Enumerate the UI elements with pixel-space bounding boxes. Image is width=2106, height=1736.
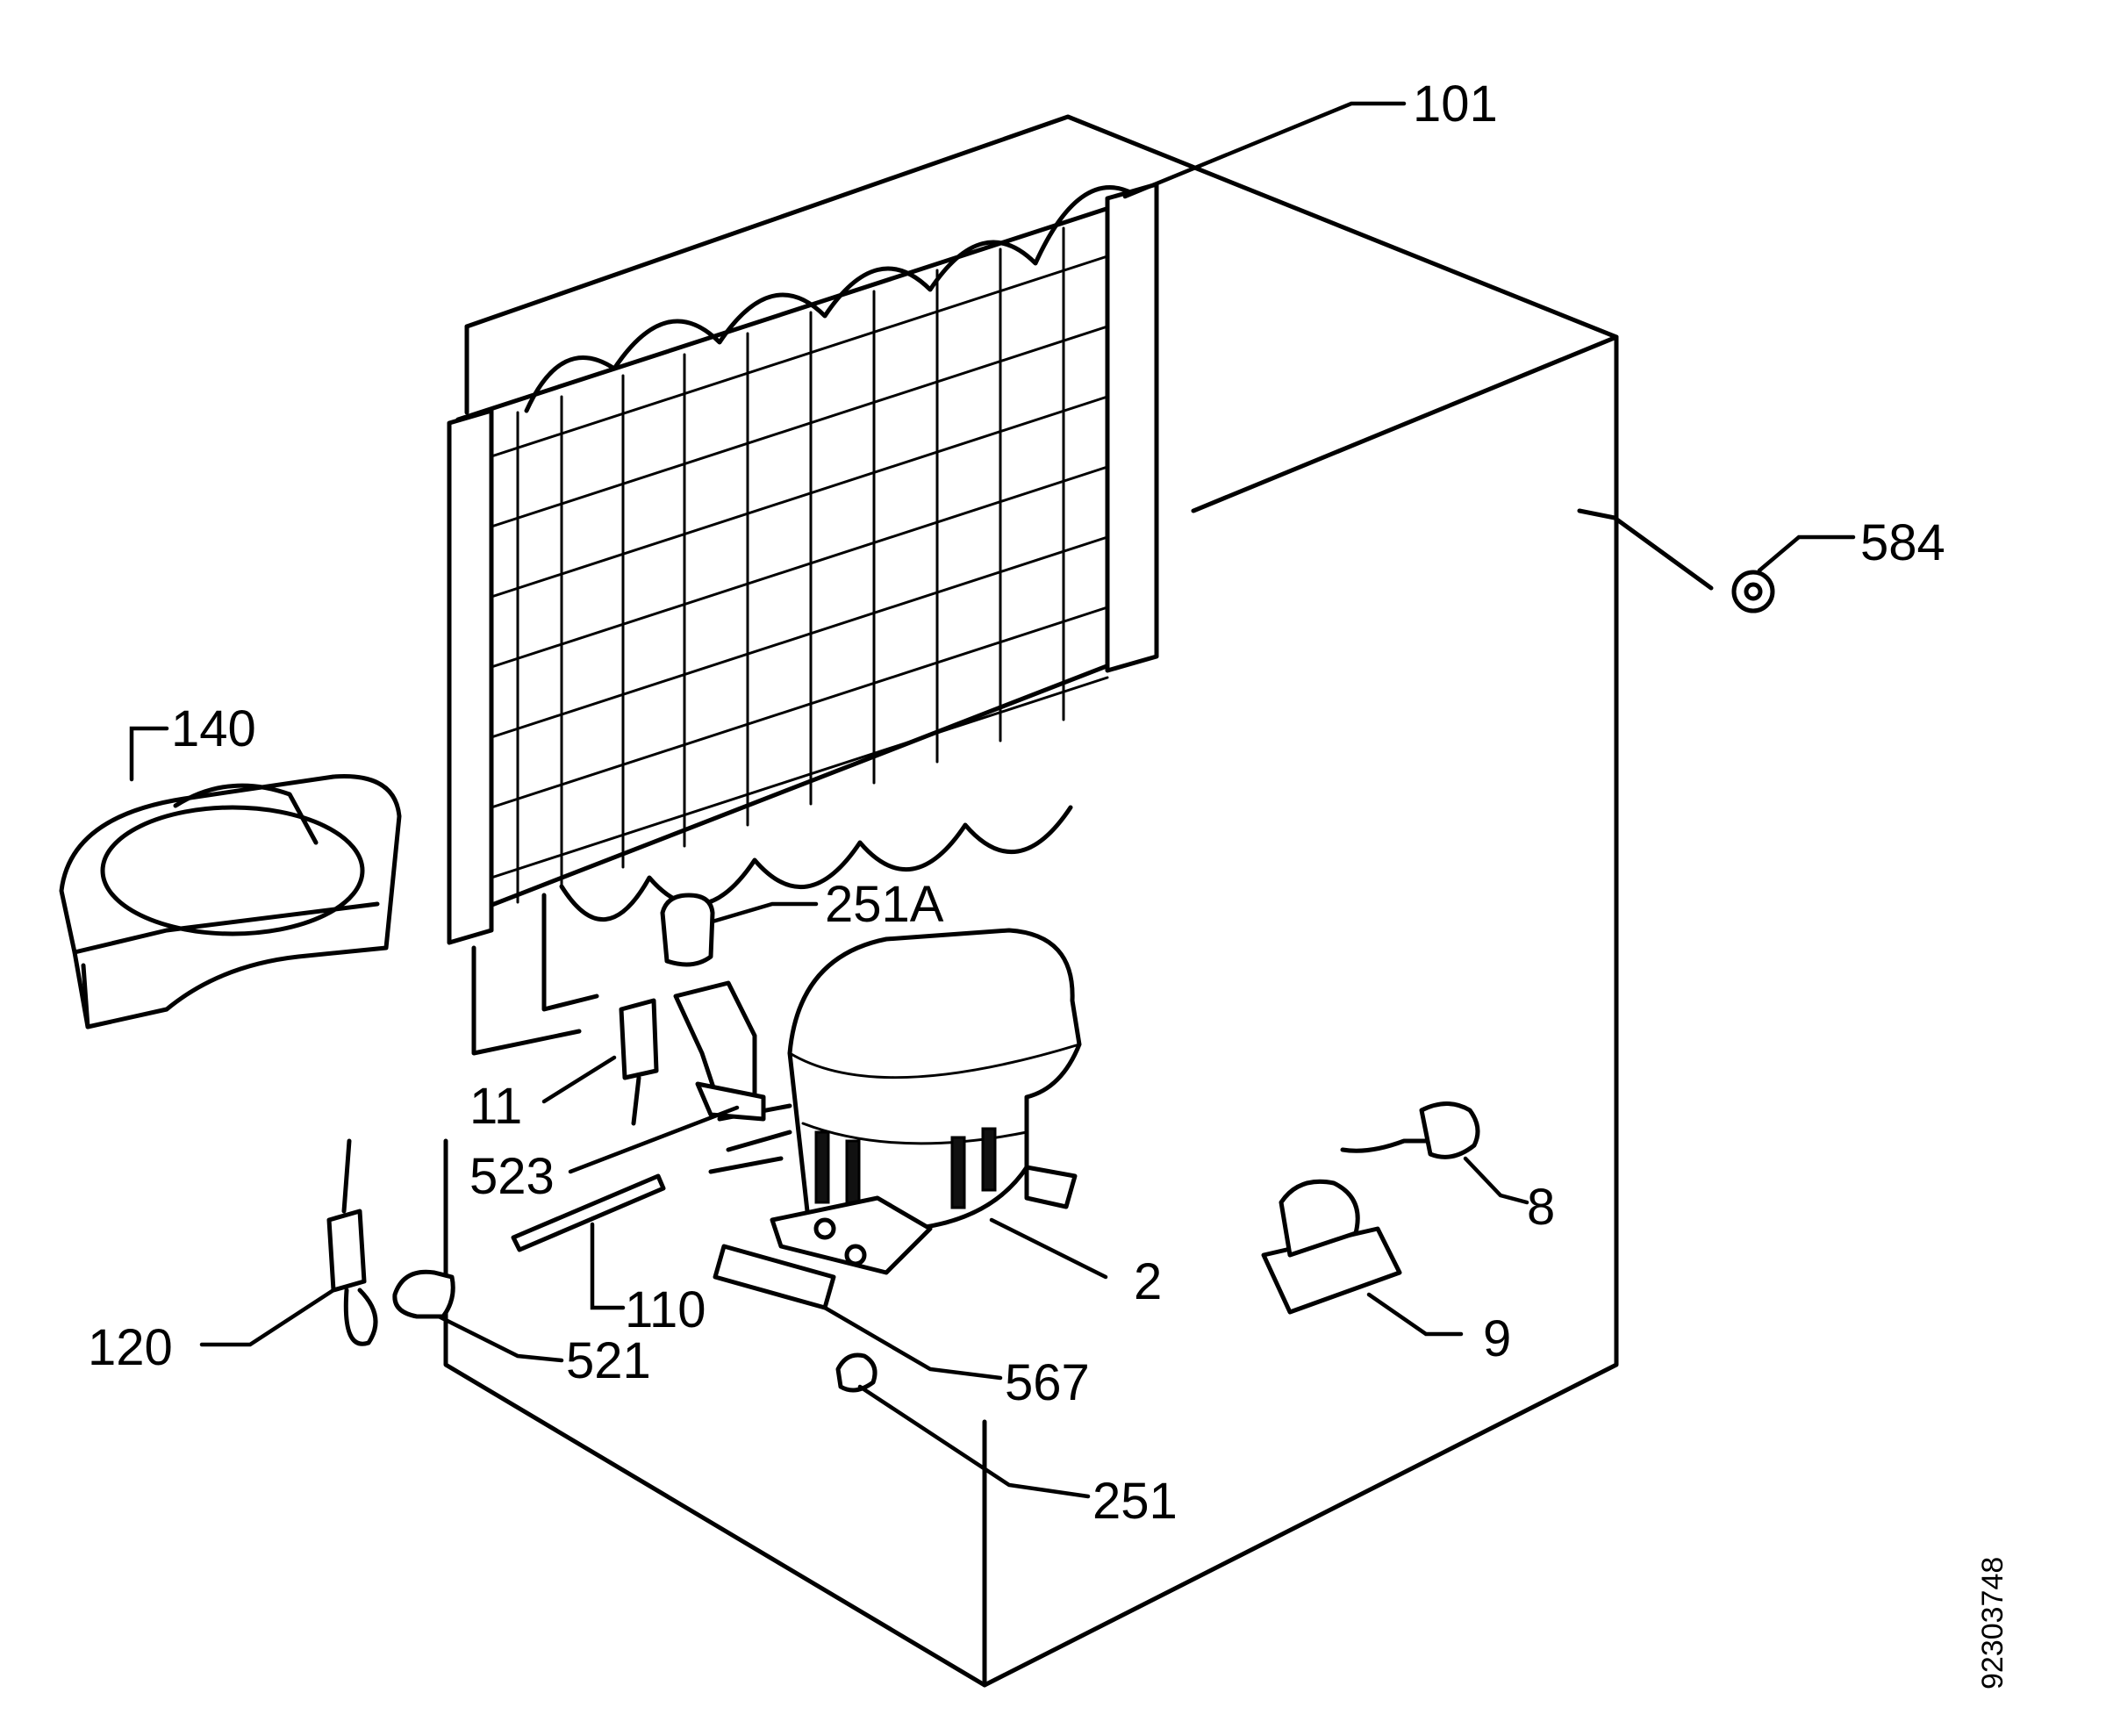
leader-11 bbox=[541, 1055, 617, 1104]
relay-9 bbox=[1261, 1179, 1402, 1315]
leader-120 bbox=[199, 1288, 336, 1347]
leader-lines bbox=[129, 101, 1856, 1499]
cabinet-outline bbox=[443, 114, 1619, 1688]
leader-251 bbox=[857, 1384, 1091, 1499]
leader-8 bbox=[1463, 1156, 1529, 1205]
leader-567 bbox=[822, 1305, 1003, 1381]
leader-101 bbox=[1122, 101, 1407, 199]
callout-2: 2 bbox=[1134, 1253, 1162, 1310]
leader-521 bbox=[436, 1314, 564, 1363]
document-number: 92303748 bbox=[1976, 1557, 2009, 1689]
callout-567: 567 bbox=[1005, 1354, 1090, 1411]
service-tube-120 bbox=[326, 1138, 378, 1346]
leader-584 bbox=[1757, 534, 1856, 573]
callout-251A: 251A bbox=[825, 876, 944, 933]
leader-251A bbox=[710, 901, 819, 924]
filter-drier-11 bbox=[619, 998, 659, 1126]
callout-521: 521 bbox=[566, 1332, 651, 1389]
sensor-584 bbox=[1577, 508, 1775, 613]
callout-11: 11 bbox=[469, 1078, 522, 1135]
condenser-coil bbox=[447, 182, 1159, 1056]
callout-120: 120 bbox=[88, 1319, 173, 1376]
leader-9 bbox=[1366, 1292, 1464, 1337]
callout-523: 523 bbox=[469, 1148, 555, 1205]
drain-tray bbox=[59, 774, 402, 1029]
compressor bbox=[708, 928, 1082, 1275]
compressor-clamp-523 bbox=[673, 980, 766, 1122]
leader-2 bbox=[989, 1217, 1108, 1280]
thermostat-8 bbox=[1340, 1101, 1480, 1159]
callout-9: 9 bbox=[1483, 1310, 1511, 1367]
callout-251: 251 bbox=[1092, 1473, 1178, 1530]
leader-523 bbox=[568, 1105, 740, 1174]
capillary-tube-110 bbox=[511, 1173, 666, 1252]
callout-584: 584 bbox=[1860, 514, 1945, 571]
foot-grommet-251 bbox=[835, 1352, 878, 1393]
callout-8: 8 bbox=[1527, 1179, 1555, 1236]
leader-140 bbox=[129, 726, 169, 782]
cap-521 bbox=[392, 1269, 455, 1319]
grommet-251A bbox=[660, 893, 715, 967]
callout-110: 110 bbox=[625, 1281, 706, 1338]
callout-101: 101 bbox=[1413, 75, 1498, 133]
callout-labels: 101 584 140 251A 11 523 8 2 110 120 521 … bbox=[88, 75, 1945, 1530]
callout-140: 140 bbox=[171, 700, 256, 757]
leader-110 bbox=[590, 1222, 626, 1310]
